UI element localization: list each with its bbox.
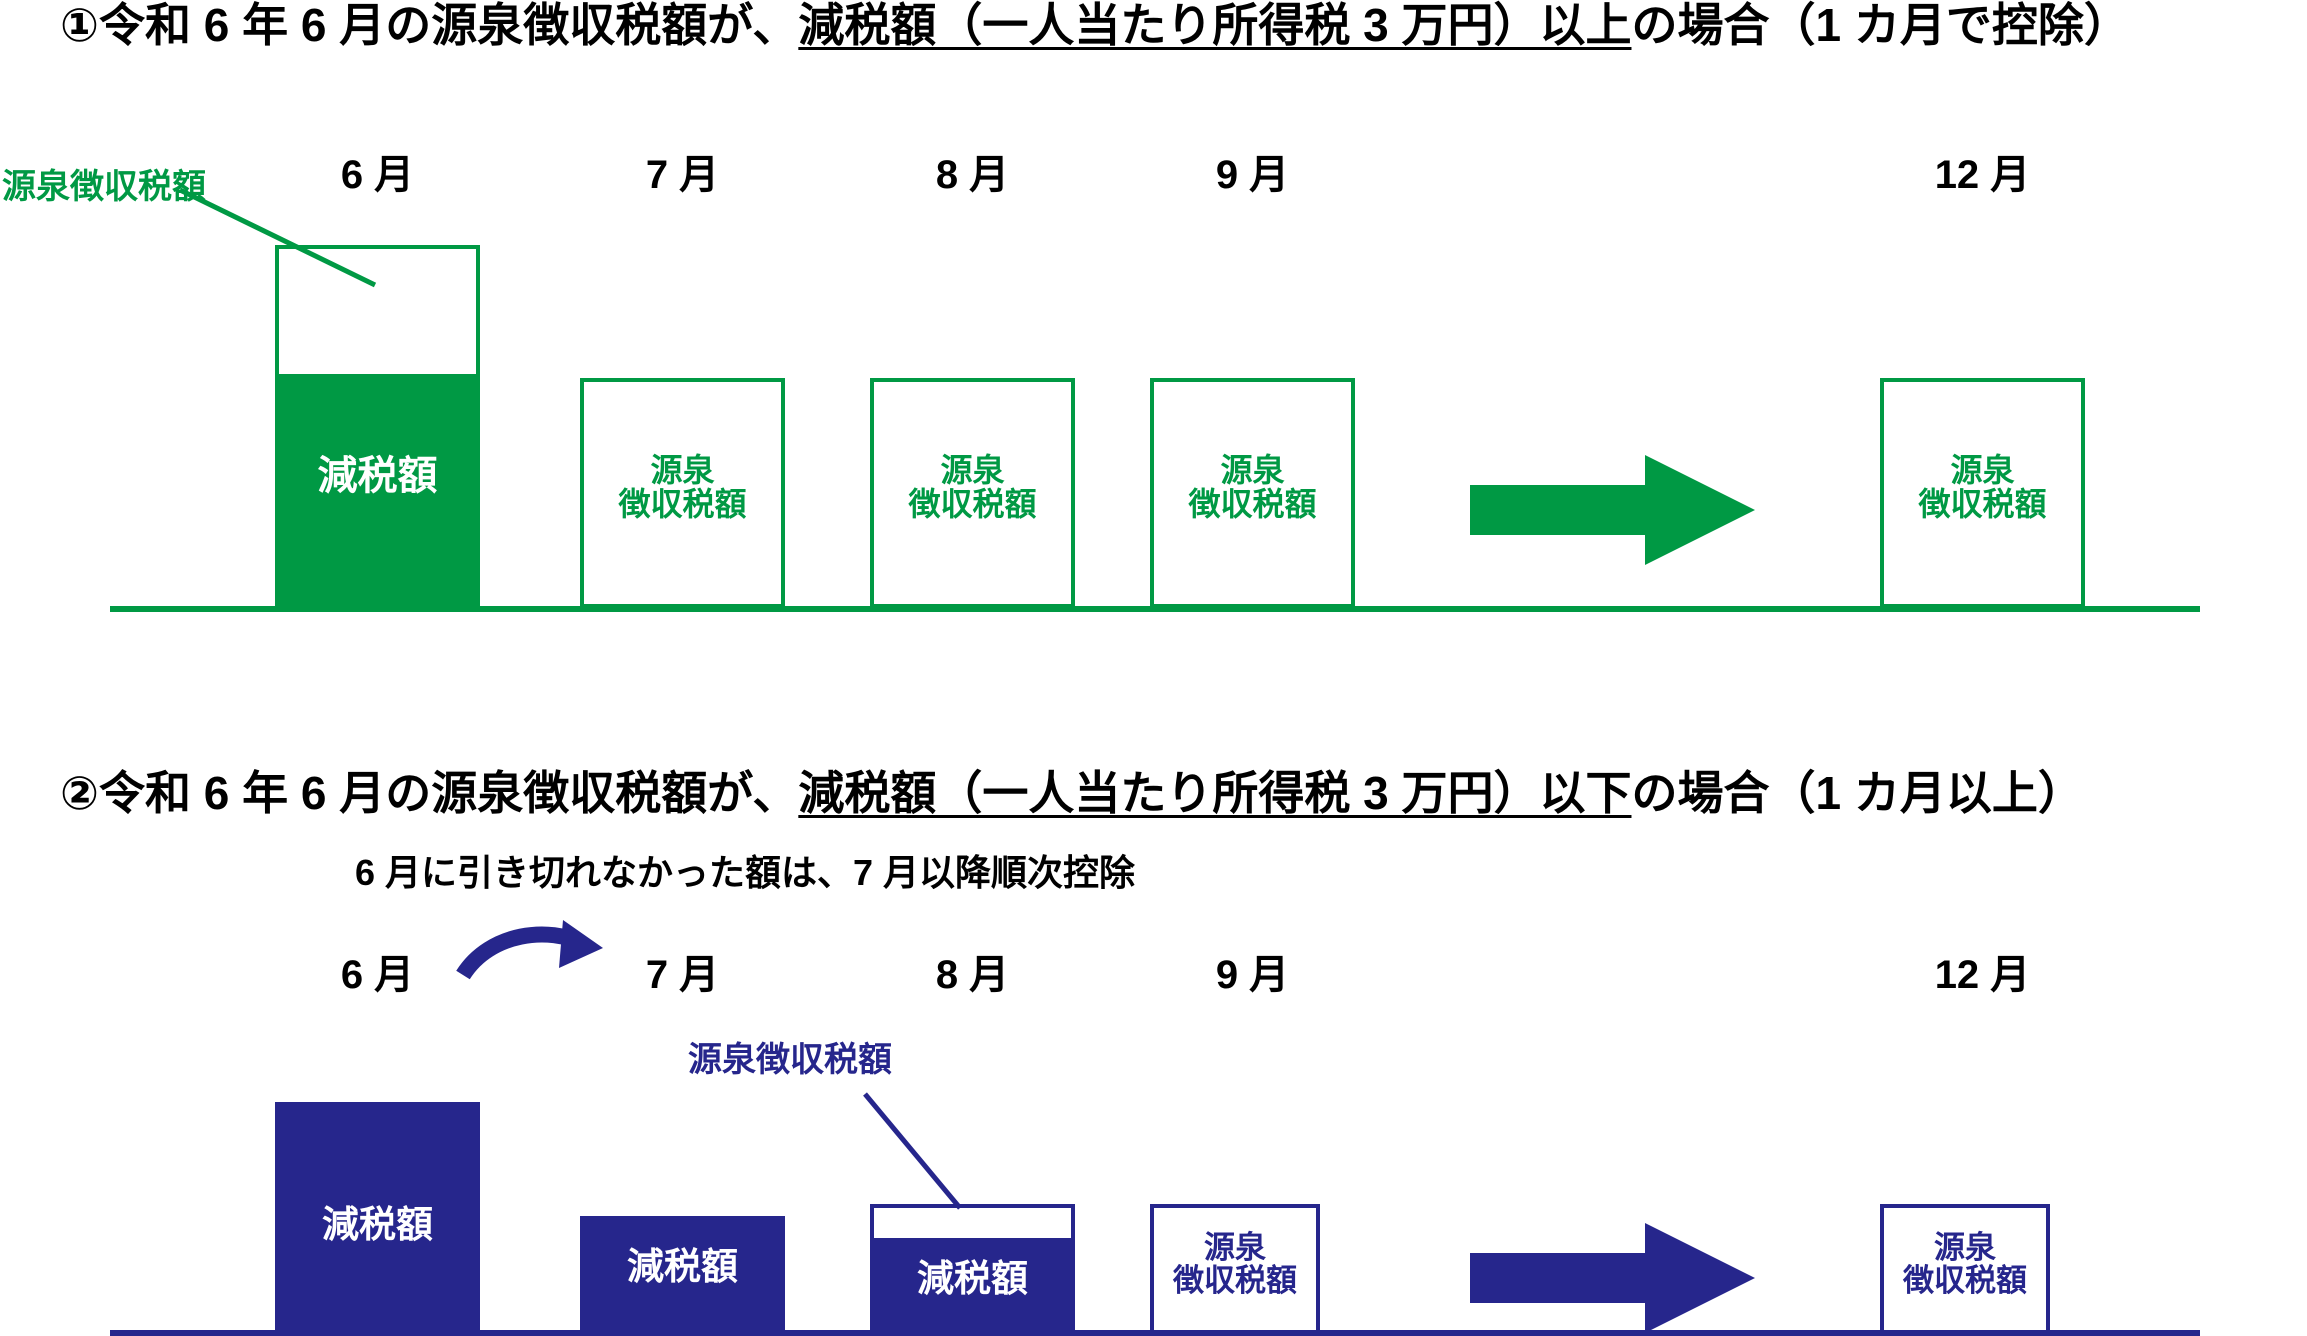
bar-june-withholding-segment-panel-one xyxy=(275,245,480,378)
month-label-june-panel-one: 6 月 xyxy=(340,153,415,197)
callout-label-withholding-panel-one: 源泉徴収税額 xyxy=(2,168,206,206)
bar-august-withholding-segment-panel-two xyxy=(870,1204,1075,1242)
panel-two-title-prefix: ②令和 6 年 6 月の源泉徴収税額が、 xyxy=(60,767,799,819)
panel-one-title-underlined: 減税額（一人当たり所得税 3 万円）以上 xyxy=(798,0,1632,51)
month-label-december-panel-one: 12 月 xyxy=(1934,153,2031,197)
panel-one-title-suffix: の場合（1 カ月で控除） xyxy=(1631,0,2130,51)
curved-right-arrow-icon-panel-two xyxy=(456,920,603,980)
panel-one-title: ①令和 6 年 6 月の源泉徴収税額が、減税額（一人当たり所得税 3 万円）以上… xyxy=(60,2,2130,48)
panel-one-title-prefix: ①令和 6 年 6 月の源泉徴収税額が、 xyxy=(60,0,799,51)
month-label-june-panel-two: 6 月 xyxy=(340,953,415,997)
bar-september-withholding-panel-two: 源泉 徴収税額 xyxy=(1150,1204,1320,1334)
bar-august-label-panel-one: 源泉 徴収税額 xyxy=(908,452,1037,522)
bar-september-withholding-panel-one: 源泉 徴収税額 xyxy=(1150,378,1355,608)
bar-june-label-panel-two: 減税額 xyxy=(322,1204,433,1245)
panel-two-title-suffix: の場合（1 カ月以上） xyxy=(1631,767,2084,819)
baseline-panel-two xyxy=(110,1330,2200,1336)
bar-december-label-panel-one: 源泉 徴収税額 xyxy=(1918,452,2047,522)
bar-july-label-panel-two: 減税額 xyxy=(627,1246,738,1287)
bar-june-reduction-segment-panel-one: 減税額 xyxy=(275,375,480,608)
callout-label-withholding-panel-two: 源泉徴収税額 xyxy=(688,1041,892,1079)
month-label-september-panel-two: 9 月 xyxy=(1215,953,1290,997)
bar-december-label-panel-two: 源泉 徴収税額 xyxy=(1903,1230,2027,1298)
right-arrow-icon-panel-one xyxy=(1470,455,1755,565)
bar-december-withholding-panel-two: 源泉 徴収税額 xyxy=(1880,1204,2050,1334)
bar-august-withholding-panel-one: 源泉 徴収税額 xyxy=(870,378,1075,608)
bar-june-reduction-label-panel-one: 減税額 xyxy=(317,454,438,498)
right-arrow-icon-panel-two xyxy=(1470,1223,1755,1333)
bar-december-withholding-panel-one: 源泉 徴収税額 xyxy=(1880,378,2085,608)
bar-july-reduction-panel-two: 減税額 xyxy=(580,1216,785,1334)
bar-august-reduction-segment-panel-two: 減税額 xyxy=(870,1238,1075,1334)
panel-two-title-underlined: 減税額（一人当たり所得税 3 万円）以下 xyxy=(798,767,1632,819)
bar-september-label-panel-two: 源泉 徴収税額 xyxy=(1173,1230,1297,1298)
month-label-july-panel-two: 7 月 xyxy=(645,953,720,997)
month-label-july-panel-one: 7 月 xyxy=(645,153,720,197)
bar-july-withholding-panel-one: 源泉 徴収税額 xyxy=(580,378,785,608)
baseline-panel-one xyxy=(110,606,2200,612)
callout-leader-line-panel-one xyxy=(178,187,377,288)
bar-august-label-panel-two: 減税額 xyxy=(917,1258,1028,1299)
month-label-september-panel-one: 9 月 xyxy=(1215,153,1290,197)
month-label-august-panel-one: 8 月 xyxy=(935,153,1010,197)
panel-two-subtitle: 6 月に引き切れなかった額は、7 月以降順次控除 xyxy=(355,852,1136,893)
month-label-august-panel-two: 8 月 xyxy=(935,953,1010,997)
bar-september-label-panel-one: 源泉 徴収税額 xyxy=(1188,452,1317,522)
bar-july-label-panel-one: 源泉 徴収税額 xyxy=(618,452,747,522)
callout-leader-line-panel-two xyxy=(863,1092,962,1210)
month-label-december-panel-two: 12 月 xyxy=(1934,953,2031,997)
panel-two-title: ②令和 6 年 6 月の源泉徴収税額が、減税額（一人当たり所得税 3 万円）以下… xyxy=(60,770,2084,816)
bar-june-reduction-panel-two: 減税額 xyxy=(275,1102,480,1334)
